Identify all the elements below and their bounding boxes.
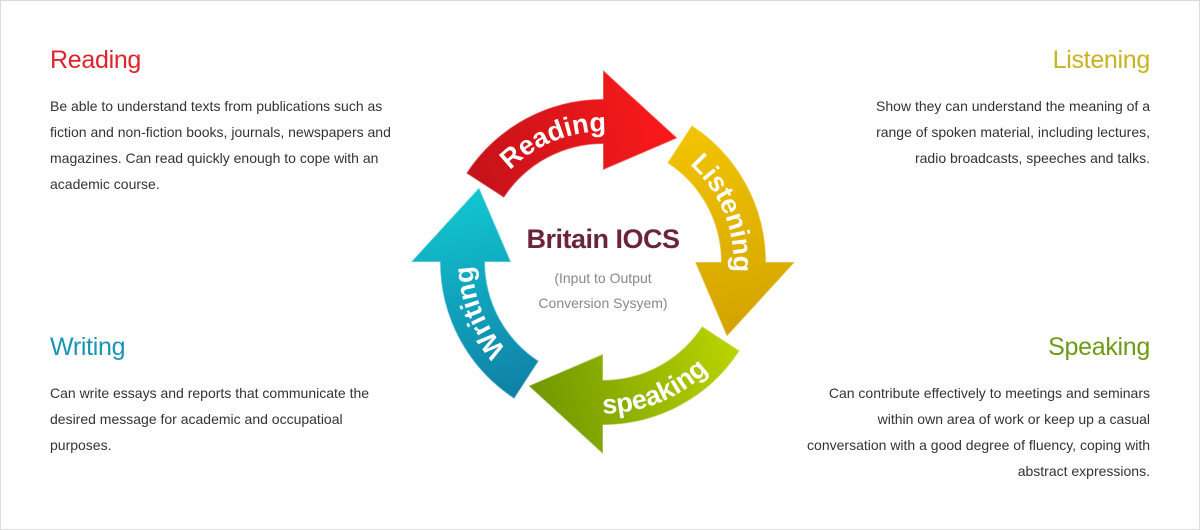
speaking-arrow xyxy=(527,325,741,456)
listening-arrow xyxy=(666,124,797,338)
cycle-title: Britain IOCS xyxy=(526,224,680,254)
reading-description: Be able to understand texts from publica… xyxy=(50,98,391,192)
speaking-title: Speaking xyxy=(1048,333,1150,361)
writing-section: Writing Can write essays and reports tha… xyxy=(50,333,400,458)
speaking-description: Can contribute effectively to meetings a… xyxy=(807,385,1150,479)
reading-arrow xyxy=(465,68,679,199)
cycle-subtitle: (Input to Output Conversion Sysyem) xyxy=(453,266,753,316)
speaking-section: Speaking Can contribute effectively to m… xyxy=(805,333,1150,484)
writing-title: Writing xyxy=(50,333,126,361)
writing-arrow xyxy=(409,186,540,400)
listening-description: Show they can understand the meaning of … xyxy=(876,98,1150,166)
reading-section: Reading Be able to understand texts from… xyxy=(50,46,410,197)
listening-section: Listening Show they can understand the m… xyxy=(850,46,1150,171)
cycle-subtitle-line2: Conversion Sysyem) xyxy=(538,295,668,311)
reading-title: Reading xyxy=(50,46,142,74)
cycle-subtitle-line1: (Input to Output xyxy=(554,270,652,286)
listening-title: Listening xyxy=(1052,46,1151,74)
writing-description: Can write essays and reports that commun… xyxy=(50,385,370,453)
